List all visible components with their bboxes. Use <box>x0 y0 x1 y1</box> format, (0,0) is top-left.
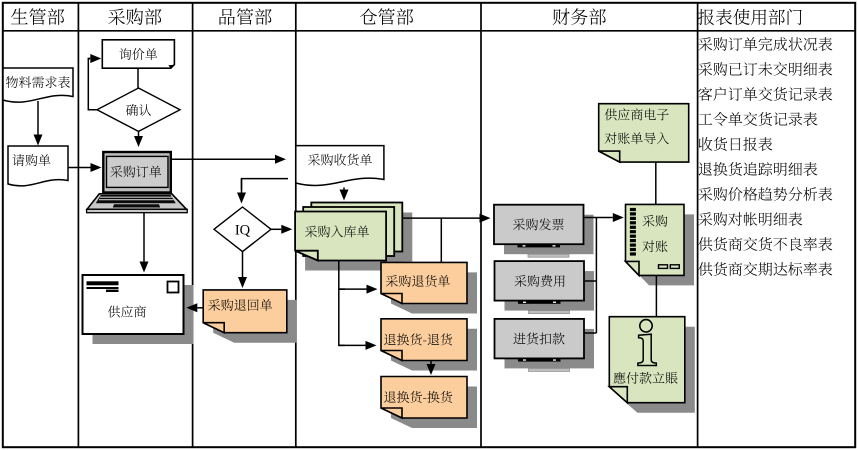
svg-text:IQ: IQ <box>235 222 251 238</box>
